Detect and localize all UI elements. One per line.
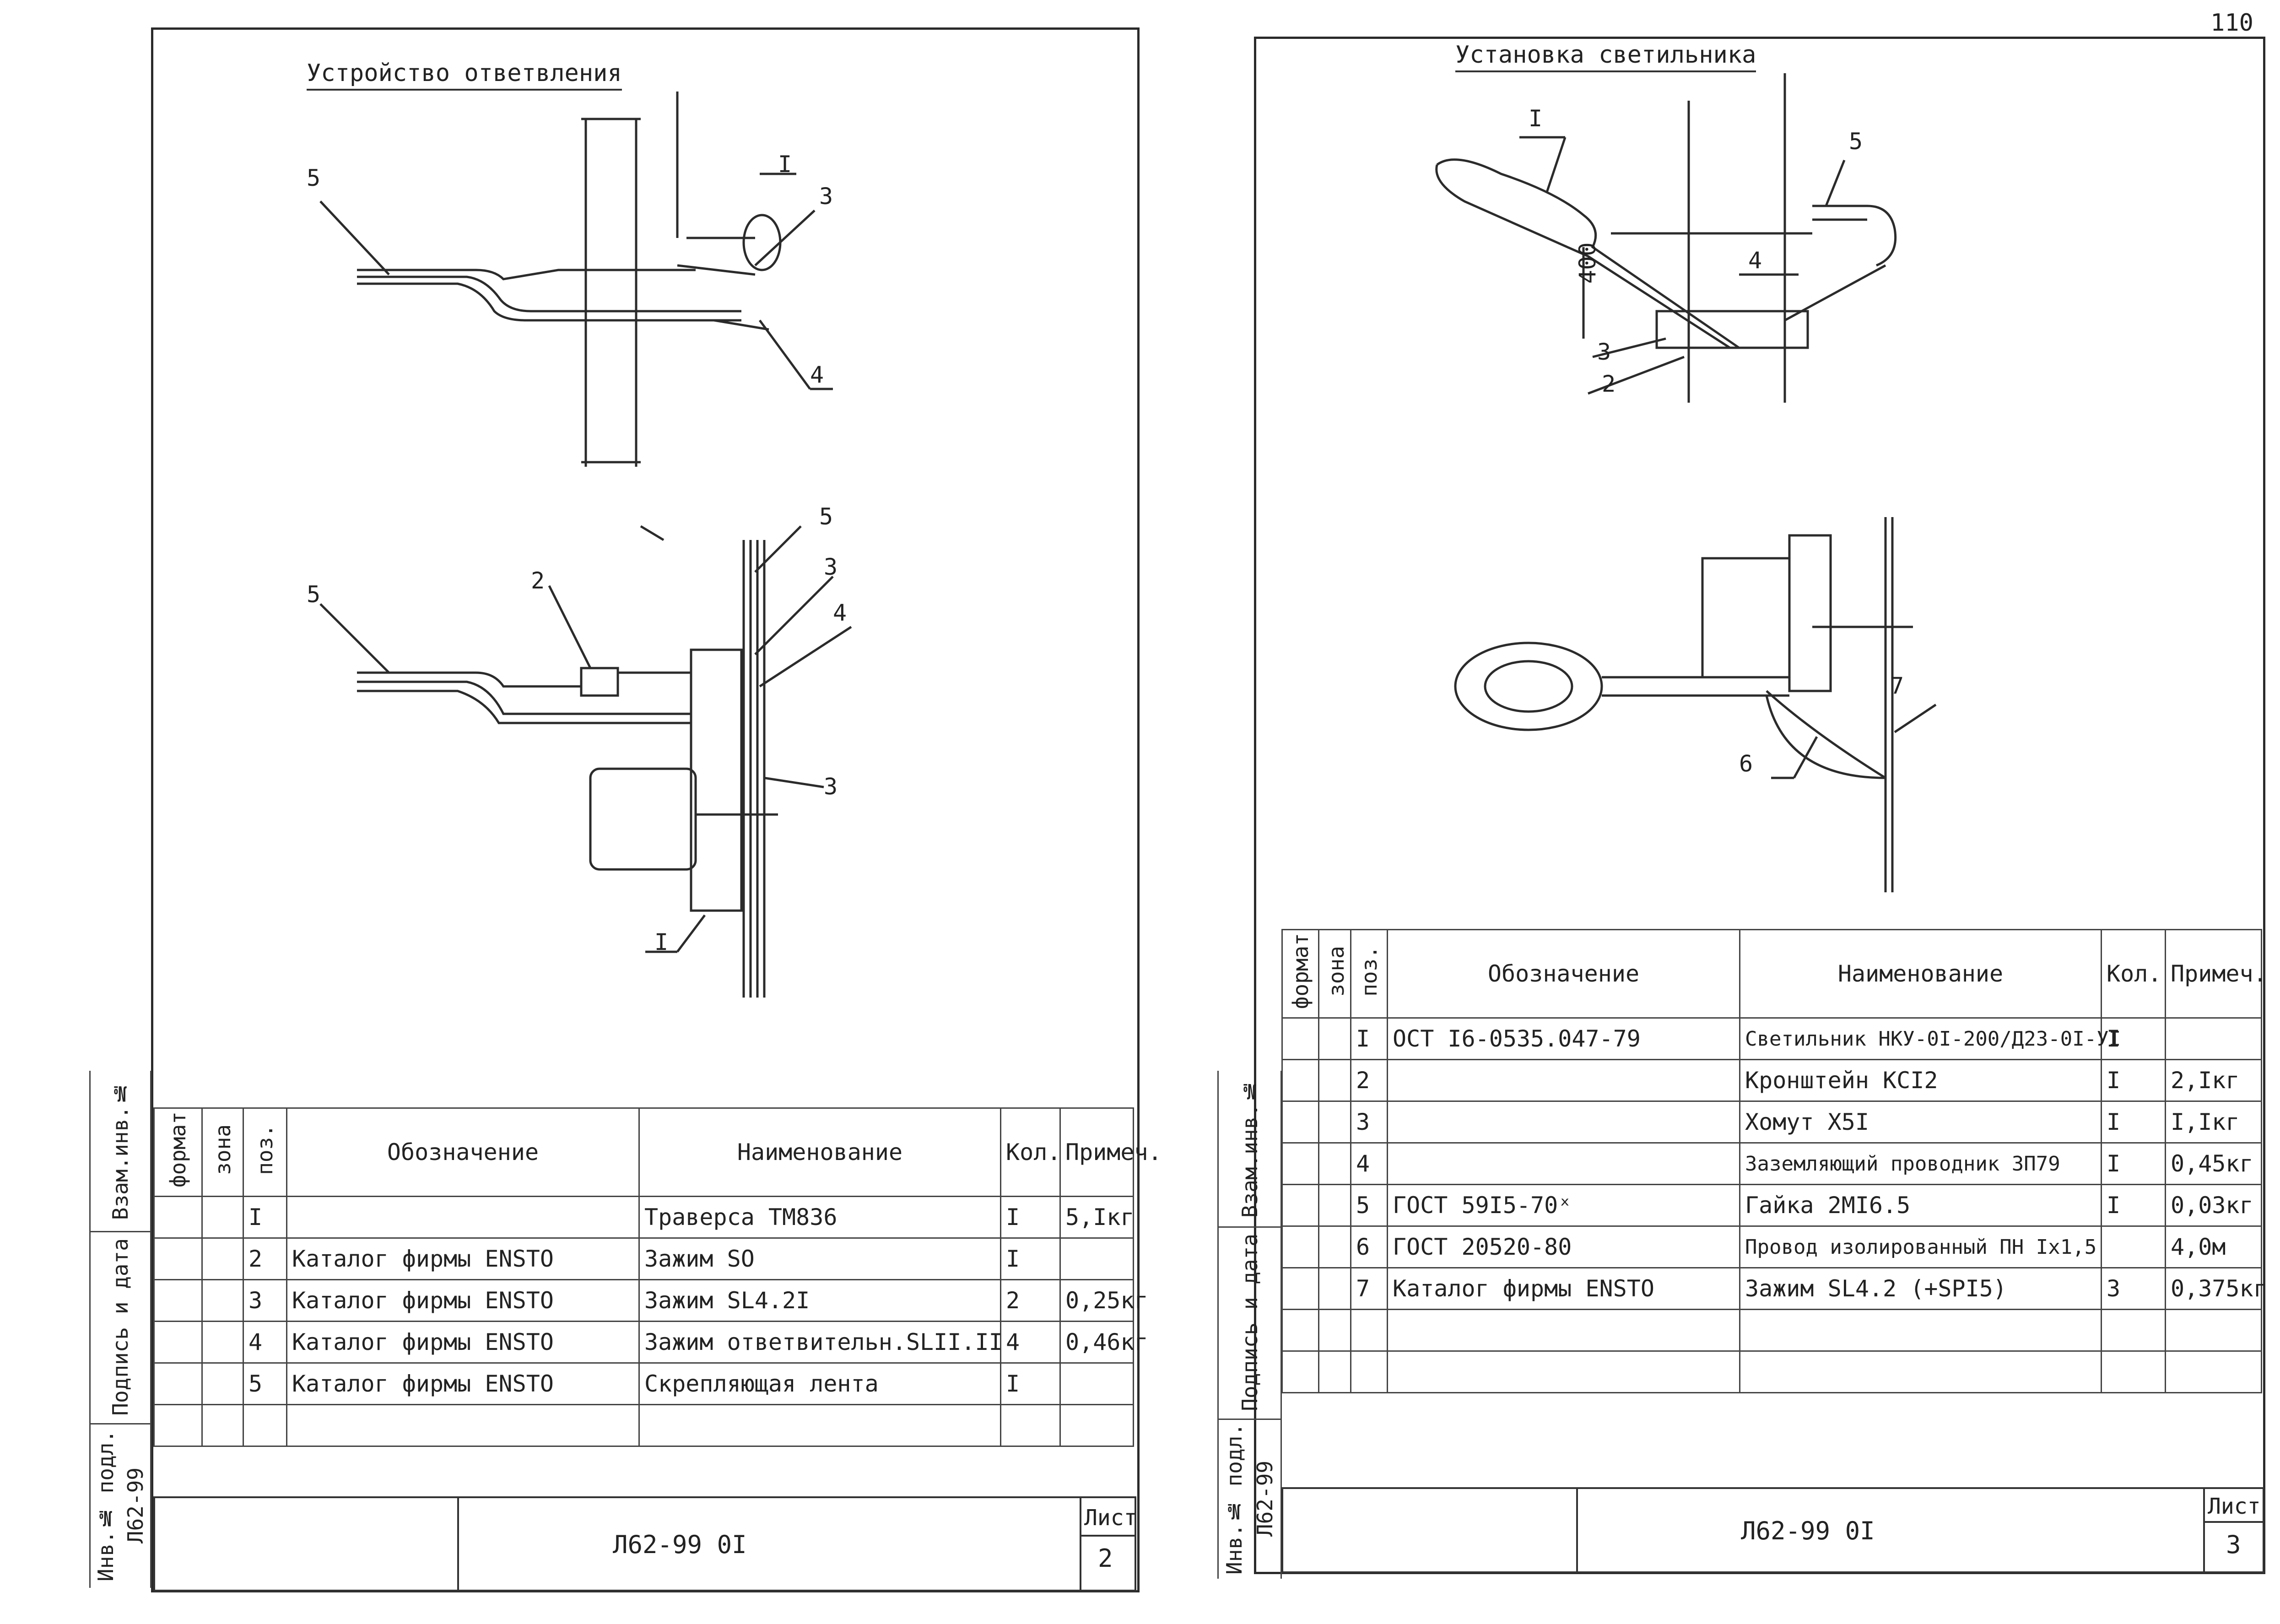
callout-5-top-right: 5	[1849, 128, 1863, 155]
left-stamp-divider-3	[1080, 1535, 1135, 1537]
right-sheet-title: Установка светильника	[1455, 41, 1756, 72]
callout-1-top-right: I	[1529, 105, 1543, 132]
callout-5-right: 5	[819, 503, 833, 530]
left-sheet-label: Лист	[1084, 1505, 1137, 1531]
right-stamp-divider-1	[1576, 1489, 1578, 1571]
right-sheet-label: Лист	[2208, 1494, 2261, 1519]
left-title-block: Л62-99 0I Лист 2	[153, 1496, 1137, 1592]
dimension-400: 400	[1574, 242, 1601, 284]
callout-5-top: 5	[307, 165, 321, 191]
table-row	[1281, 1350, 2262, 1393]
callout-4: 4	[833, 599, 847, 626]
callout-3-top-right: 3	[1597, 339, 1611, 365]
callout-3-upper: 3	[824, 554, 838, 580]
callout-3-lower: 3	[824, 773, 838, 800]
right-document-code: Л62-99 0I	[1741, 1516, 1875, 1545]
callout-5-left: 5	[307, 581, 321, 608]
table-header-row: формат зона поз. Обозначение Наименовани…	[1281, 929, 2267, 1019]
right-stamp-divider-2	[2203, 1489, 2205, 1571]
right-side-cell-3: Инв.№ подл.	[1221, 1423, 1247, 1575]
callout-6: 6	[1739, 750, 1753, 777]
callout-4-top-right: 4	[1748, 247, 1762, 274]
left-spec-table: формат зона поз. Обозначение Наименовани…	[153, 1107, 1162, 1447]
callout-4-top: 4	[810, 361, 824, 388]
table-row	[153, 1404, 1134, 1447]
table-header-row: формат зона поз. Обозначение Наименовани…	[153, 1107, 1162, 1197]
callout-1: I	[654, 929, 669, 955]
right-side-stamp: Взам.инв.№ Подпись и дата Инв.№ подл. Л6…	[1217, 1071, 1282, 1579]
right-stamp-divider-3	[2203, 1521, 2263, 1523]
left-sheet-title: Устройство ответвления	[307, 59, 622, 91]
table-row	[1281, 1309, 2262, 1352]
left-stamp-divider-1	[457, 1498, 459, 1590]
right-spec-table: формат зона поз. Обозначение Наименовани…	[1281, 929, 2267, 1393]
right-side-cell-4: Л62-99	[1253, 1460, 1277, 1537]
callout-7: 7	[1890, 673, 1904, 699]
callout-2: 2	[531, 567, 545, 594]
left-stamp-divider-2	[1080, 1498, 1081, 1590]
callout-3-top: 3	[819, 183, 833, 210]
left-side-cell-2: Подпись и дата	[91, 1231, 150, 1424]
right-title-block: Л62-99 0I Лист 3	[1281, 1487, 2264, 1573]
left-side-cell-1: Взам.инв.№	[91, 1071, 150, 1232]
right-side-cell-2: Подпись и дата	[1219, 1226, 1280, 1420]
right-side-cell-1: Взам.инв.№	[1219, 1071, 1280, 1228]
left-document-code: Л62-99 0I	[613, 1530, 747, 1559]
left-sheet-number: 2	[1098, 1544, 1113, 1573]
page-number: 110	[2210, 9, 2253, 37]
callout-1-top: I	[778, 151, 792, 178]
left-side-stamp: Взам.инв.№ Подпись и дата Инв.№ подл. Л6…	[89, 1071, 151, 1588]
callout-2-top-right: 2	[1602, 371, 1616, 397]
right-sheet-number: 3	[2226, 1530, 2241, 1559]
